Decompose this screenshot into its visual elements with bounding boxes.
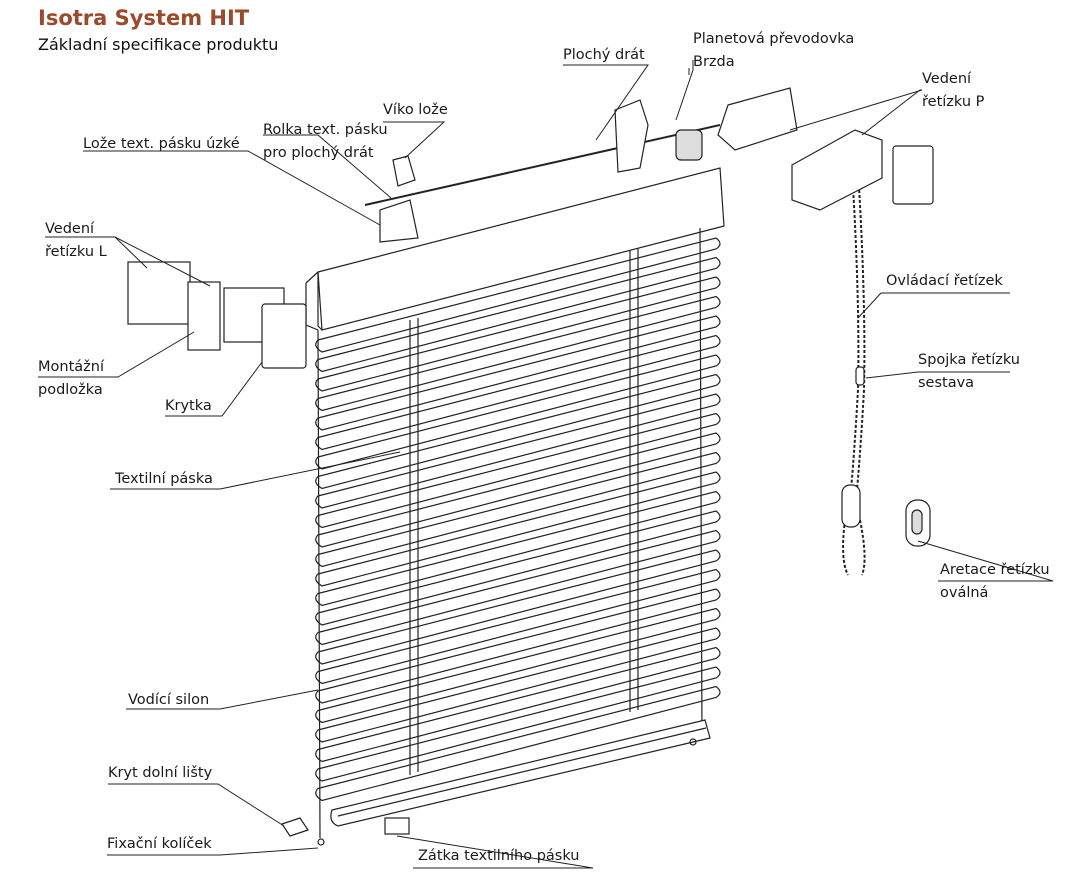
diagram-title: Isotra System HIT [38,6,250,30]
label-spojka-2: sestava [918,375,975,391]
label-plochy-drat: Plochý drát [563,47,645,63]
slat [315,568,721,685]
label-kryt-dolni: Kryt dolní lišty [108,765,213,781]
label-textilni: Textilní páska [115,471,213,487]
gearbox-right [791,129,883,211]
label-vedeni-l-1: Vedení [45,221,95,237]
slat [315,549,721,665]
slat [315,510,721,626]
slats [315,237,721,802]
slat [315,432,721,548]
chain-guide-left [127,261,191,325]
label-spojka-1: Spojka řetízku [918,352,1020,368]
label-zatka: Zátka textilního pásku [418,848,580,864]
slat [315,256,721,373]
label-vedeni-p-2: řetízku P [922,94,985,110]
end-cap [261,303,307,369]
label-aretace-2: oválná [940,585,989,601]
slat [315,237,721,353]
slat [315,627,721,743]
slat [315,393,721,509]
label-montazni-2: podložka [38,382,103,398]
label-rolka-1: Rolka text. pásku [263,122,388,138]
label-viko-loze: Víko lože [383,102,448,118]
control-chain [849,169,860,501]
tape-plug [384,817,410,835]
flat-wire [364,124,721,206]
slat [315,412,721,529]
slat [315,471,721,587]
slat [315,529,721,646]
planetary-gearbox [675,129,703,161]
label-aretace-1: Aretace řetízku [940,562,1050,578]
label-montazni-1: Montážní [38,359,104,375]
bearing-lid [392,155,416,187]
slat [315,295,721,412]
label-vedeni-p-1: Vedení [922,71,972,87]
slat [315,490,721,607]
slat [315,666,721,782]
label-planetova: Planetová převodovka [693,31,855,47]
slat [315,607,721,724]
label-brzda: Brzda [693,54,735,70]
slat [315,646,721,763]
label-loze: Lože text. pásku úzké [83,136,240,152]
fixing-pin [317,838,325,846]
label-krytka: Krytka [165,398,212,414]
bottom-cap [281,817,309,837]
slat [315,276,721,392]
slat [315,451,721,568]
mounting-plate [187,281,221,351]
label-vedeni-l-2: řetízku L [45,244,107,260]
bearing-right [614,99,649,173]
slat [315,588,721,704]
slat [315,315,721,431]
head-rail [317,167,725,331]
label-vodici: Vodící silon [128,692,210,708]
bearing-left [379,199,419,243]
bottom-rail [330,719,711,827]
label-ovladaci: Ovládací řetízek [886,273,1003,289]
slat [315,373,721,490]
label-rolka-2: pro plochý drát [263,145,374,161]
diagram-subtitle: Základní specifikace produktu [38,35,279,54]
slat [315,685,721,802]
slat [315,334,721,451]
chain-connector [855,366,865,386]
label-fixacni: Fixační kolíček [107,836,212,852]
guide-line [317,329,321,839]
slat [315,354,721,470]
chain-lock [841,484,861,528]
